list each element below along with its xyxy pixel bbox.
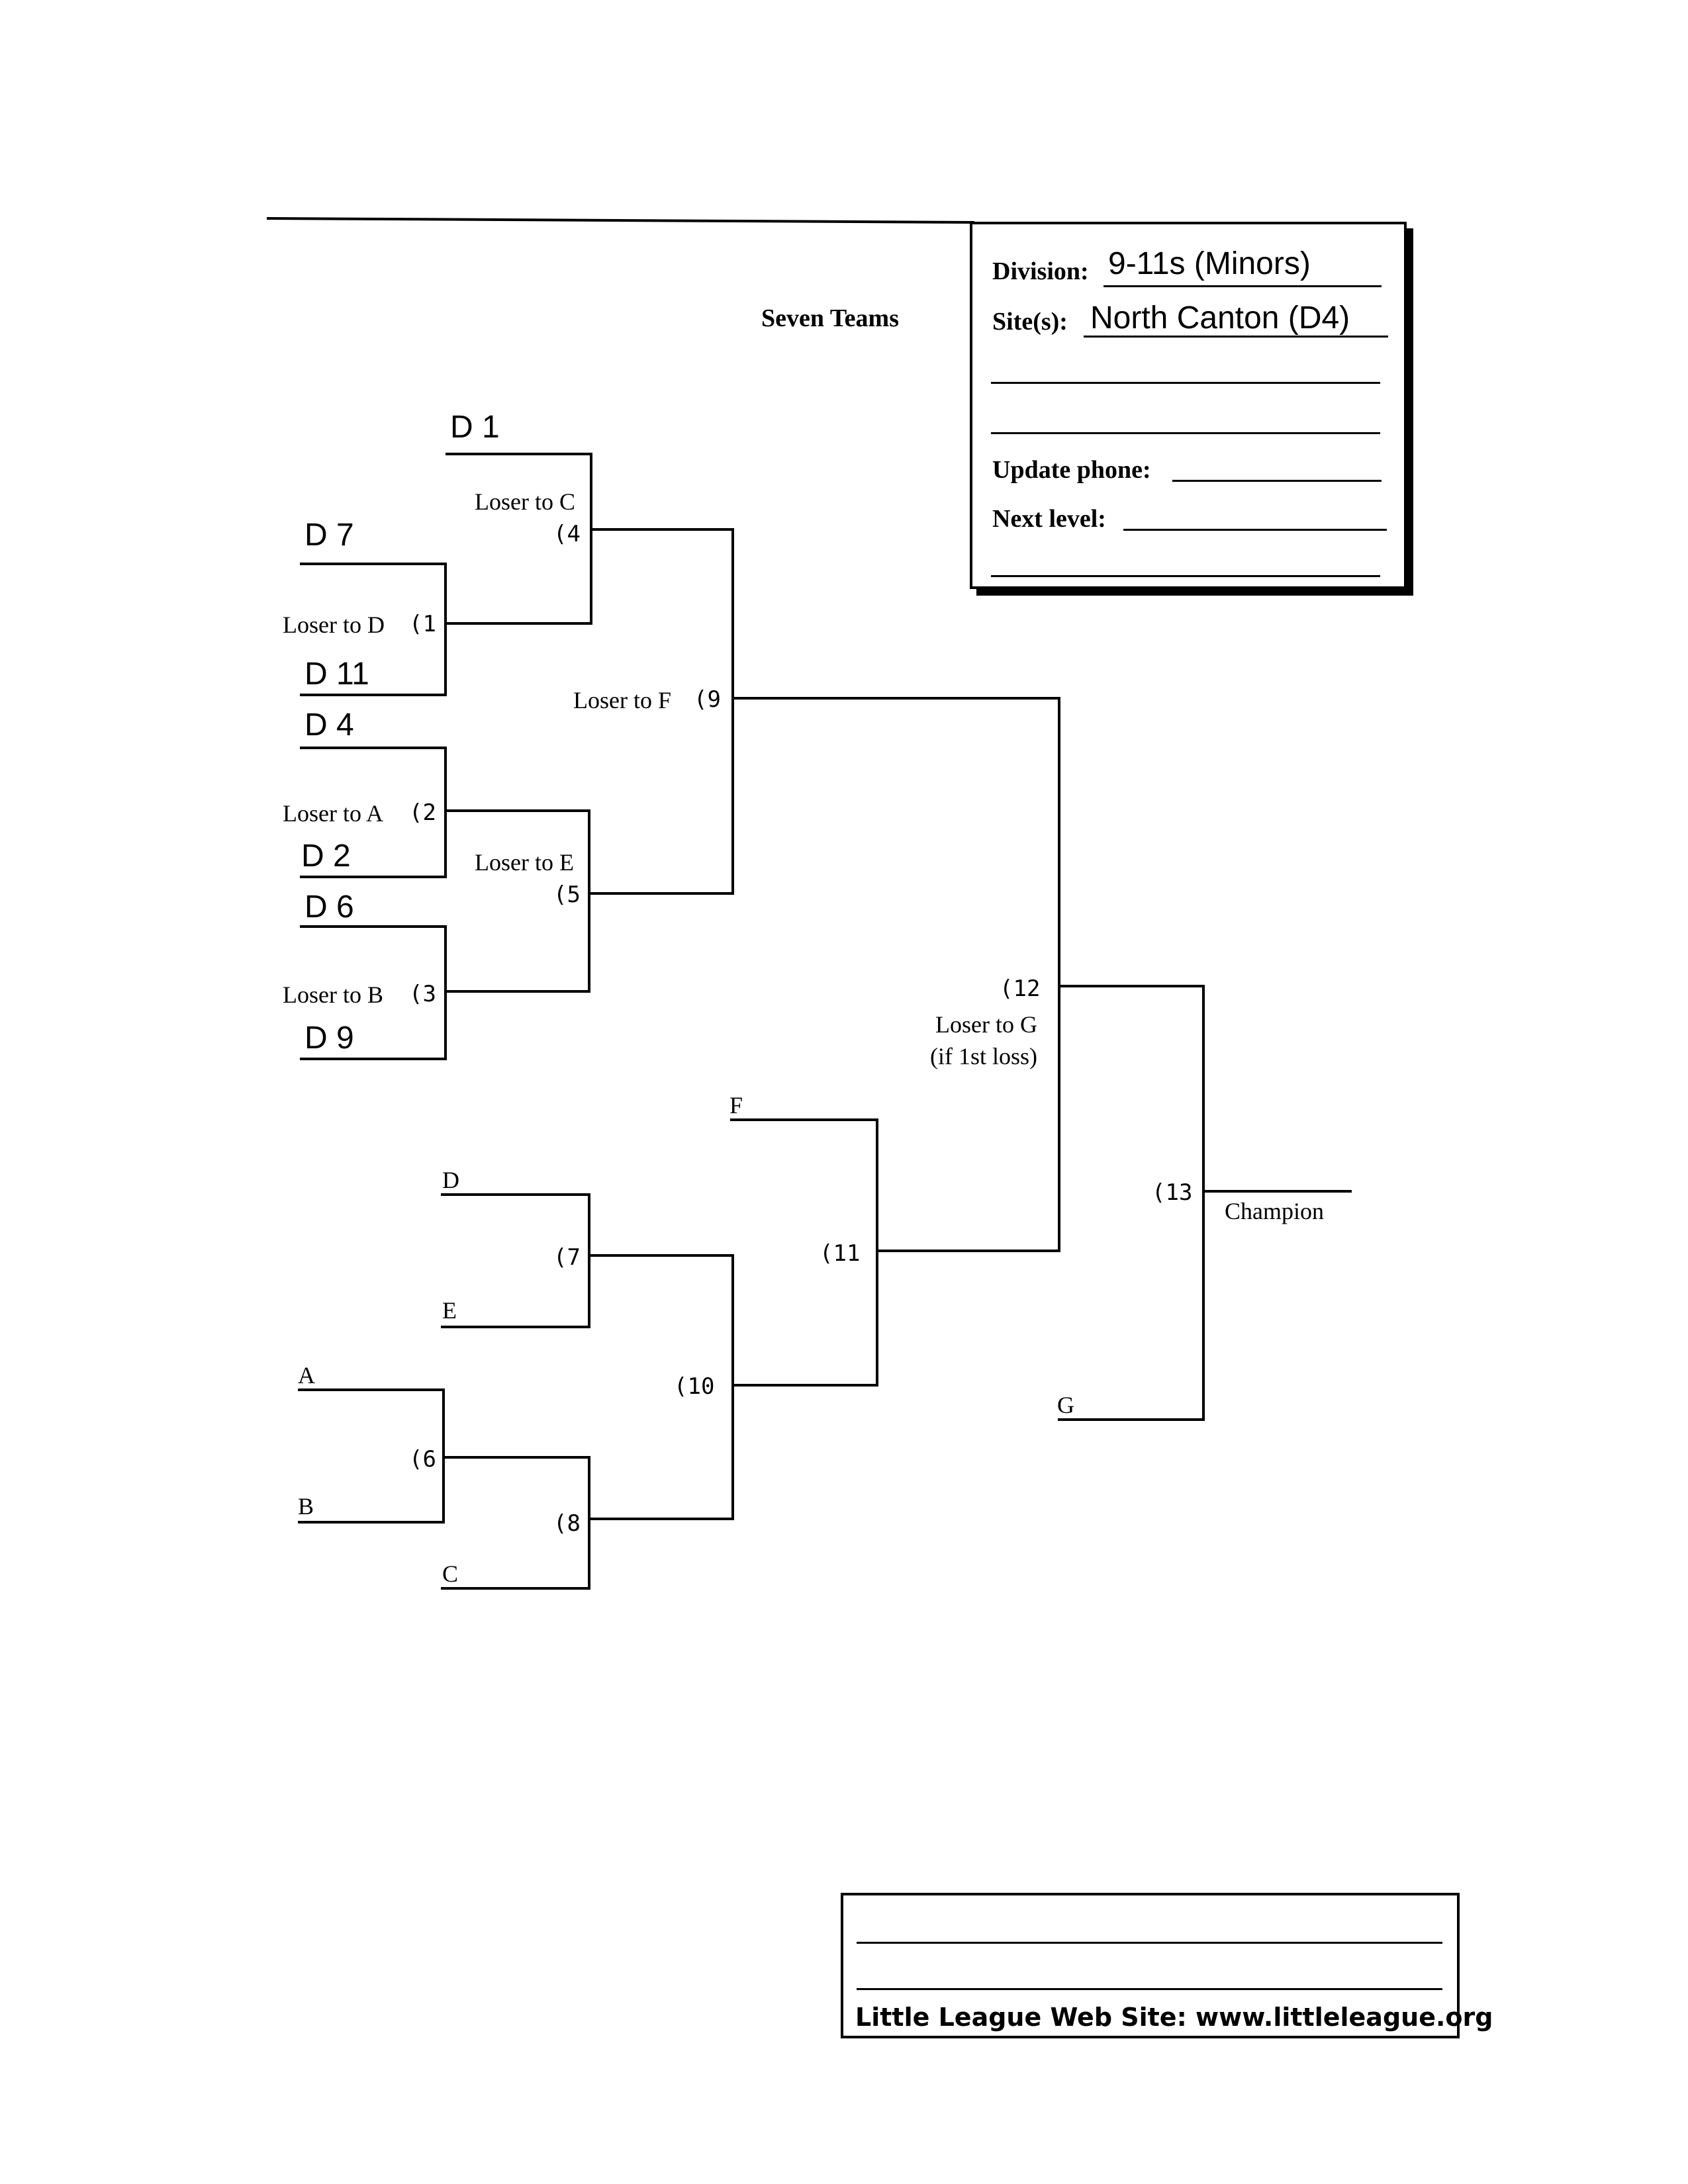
game-2-bracket bbox=[300, 747, 447, 878]
game-9-number: (9 bbox=[694, 686, 721, 713]
game-4-number: (4 bbox=[553, 521, 581, 547]
slot-f: F bbox=[729, 1092, 743, 1118]
header-rule bbox=[266, 216, 975, 224]
seed-d2: D 2 bbox=[301, 839, 351, 874]
seed-d4: D 4 bbox=[305, 707, 354, 743]
game-12-number: (12 bbox=[1000, 976, 1041, 1002]
slot-c: C bbox=[442, 1561, 459, 1587]
game-8-bracket bbox=[441, 1456, 590, 1590]
slot-g: G bbox=[1057, 1392, 1074, 1418]
game-3-loser-note: Loser to B bbox=[283, 981, 383, 1008]
slot-d: D bbox=[442, 1167, 459, 1193]
update-phone-field[interactable] bbox=[1172, 480, 1382, 482]
game-1-bracket bbox=[300, 563, 447, 696]
blank-line-1[interactable] bbox=[991, 382, 1380, 384]
slot-a: A bbox=[298, 1362, 315, 1388]
info-box: Division: 9-11s (Minors) Site(s): North … bbox=[970, 222, 1407, 589]
game-13-bracket bbox=[1058, 985, 1205, 1421]
game-9-loser-note: Loser to F bbox=[573, 687, 671, 713]
game-12-loser-note-condition: (if 1st loss) bbox=[930, 1043, 1037, 1069]
game-5-loser-note: Loser to E bbox=[475, 849, 574, 876]
update-phone-label: Update phone: bbox=[992, 456, 1151, 484]
division-underline bbox=[1103, 285, 1382, 287]
footer-website: Little League Web Site: www.littleleague… bbox=[855, 2003, 1493, 2032]
blank-line-2[interactable] bbox=[991, 432, 1380, 434]
seed-d11: D 11 bbox=[305, 657, 369, 692]
game-12-bracket bbox=[876, 697, 1060, 1252]
next-level-label: Next level: bbox=[992, 505, 1106, 533]
game-11-bracket bbox=[730, 1118, 878, 1387]
game-1-number: (1 bbox=[409, 611, 436, 637]
game-6-number: (6 bbox=[409, 1446, 436, 1473]
game-10-number: (10 bbox=[674, 1373, 715, 1400]
seed-d7: D 7 bbox=[305, 518, 354, 553]
page-title: Seven Teams bbox=[761, 304, 899, 332]
game-4-loser-note: Loser to C bbox=[475, 488, 575, 515]
seed-d1: D 1 bbox=[450, 410, 500, 445]
game-3-number: (3 bbox=[409, 981, 436, 1007]
game-12-loser-note: Loser to G bbox=[935, 1011, 1037, 1038]
sites-label: Site(s): bbox=[992, 308, 1068, 336]
footer-blank-line-1[interactable] bbox=[857, 1942, 1442, 1944]
next-level-field[interactable] bbox=[1123, 529, 1387, 531]
game-8-number: (8 bbox=[553, 1510, 581, 1537]
game-7-number: (7 bbox=[553, 1244, 581, 1271]
division-value[interactable]: 9-11s (Minors) bbox=[1108, 246, 1311, 281]
sites-value[interactable]: North Canton (D4) bbox=[1090, 300, 1350, 336]
seed-d6: D 6 bbox=[305, 889, 354, 925]
game-2-number: (2 bbox=[409, 799, 436, 826]
game-2-loser-note: Loser to A bbox=[283, 800, 383, 827]
game-4-bracket bbox=[445, 453, 592, 625]
seed-d9: D 9 bbox=[305, 1021, 354, 1056]
slot-e: E bbox=[442, 1297, 457, 1324]
game-13-number: (13 bbox=[1152, 1179, 1193, 1206]
footer-box: Little League Web Site: www.littleleague… bbox=[841, 1893, 1493, 2038]
slot-b: B bbox=[298, 1493, 314, 1520]
sites-underline bbox=[1084, 336, 1388, 338]
blank-line-3[interactable] bbox=[991, 575, 1380, 577]
division-label: Division: bbox=[992, 257, 1089, 285]
game-7-bracket bbox=[441, 1193, 590, 1328]
game-11-number: (11 bbox=[820, 1240, 861, 1267]
game-5-number: (5 bbox=[553, 882, 581, 908]
game-1-loser-note: Loser to D bbox=[283, 612, 385, 638]
footer-blank-line-2[interactable] bbox=[857, 1988, 1442, 1990]
champion-label: Champion bbox=[1225, 1198, 1324, 1224]
